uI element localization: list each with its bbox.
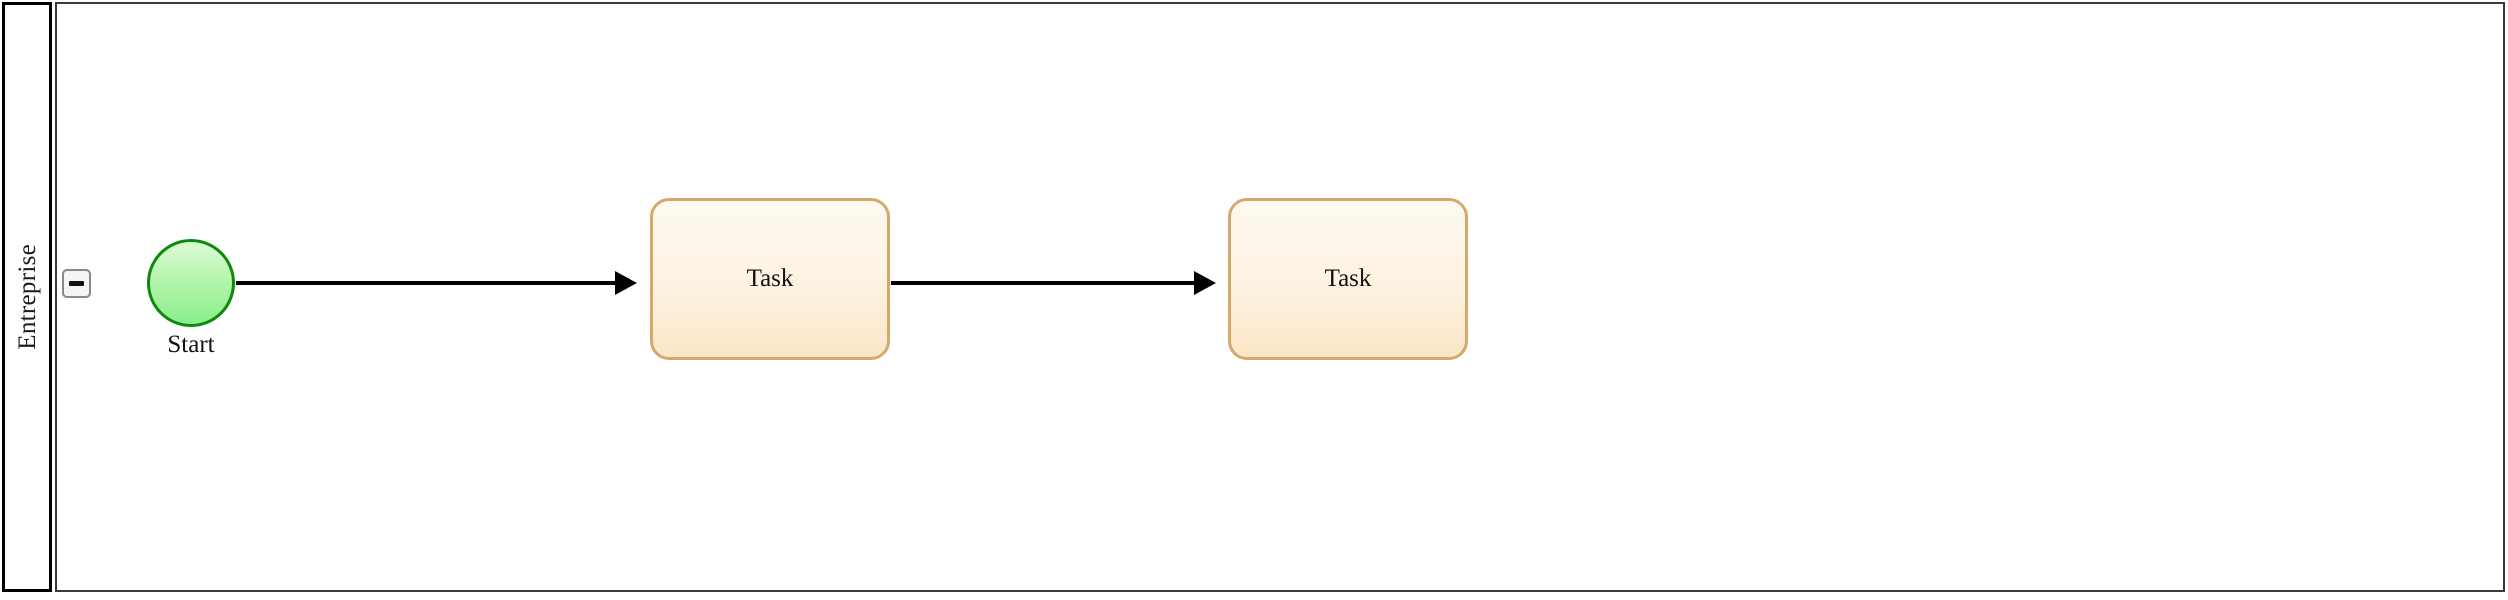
task-node-2[interactable]: Task [1228,198,1468,360]
collapse-lane-button[interactable] [62,269,91,298]
task-node-1[interactable]: Task [650,198,890,360]
arrowhead-icon [615,271,637,295]
task-label: Task [746,265,794,292]
task-label: Task [1324,265,1372,292]
lane-header-label: Entreprise [13,244,41,350]
sequence-flow-1[interactable] [236,281,615,285]
lane-header[interactable]: Entreprise [2,2,52,592]
sequence-flow-2[interactable] [891,281,1194,285]
start-event-node[interactable] [147,239,235,327]
start-event-label: Start [167,331,215,358]
arrowhead-icon [1194,271,1216,295]
minus-icon [69,281,84,286]
